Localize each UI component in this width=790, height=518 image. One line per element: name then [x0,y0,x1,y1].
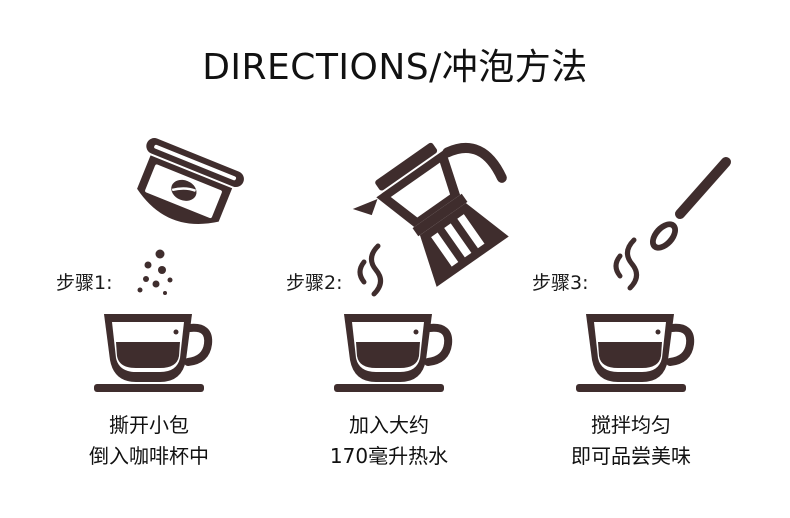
steam-icon [613,237,639,291]
steam-icon [357,243,383,297]
coffee-cup-icon [576,314,695,392]
page-title: DIRECTIONS/冲泡方法 [202,47,588,88]
step-2-caption: 加入大约 170毫升热水 [274,410,504,472]
step-3-caption: 搅拌均匀 即可品尝美味 [516,410,746,472]
step-3-line-2: 即可品尝美味 [571,444,691,468]
step-1-label: 步骤1: [56,272,113,294]
coffee-cup-icon [334,314,453,392]
step-3-line-1: 搅拌均匀 [591,413,671,437]
step-1-line-2: 倒入咖啡杯中 [89,444,209,468]
kettle-pour-icon [352,142,509,287]
coffee-grounds-icon [137,249,173,295]
step-2-label: 步骤2: [286,272,343,294]
step-1-line-1: 撕开小包 [109,413,189,437]
coffee-packet-icon [137,138,244,224]
spoon-stir-icon [649,157,731,251]
step-1-caption: 撕开小包 倒入咖啡杯中 [34,410,264,472]
step-3-label: 步骤3: [532,272,589,294]
step-2-line-2: 170毫升热水 [329,444,449,468]
coffee-cup-icon [94,314,213,392]
step-2-line-1: 加入大约 [349,413,429,437]
